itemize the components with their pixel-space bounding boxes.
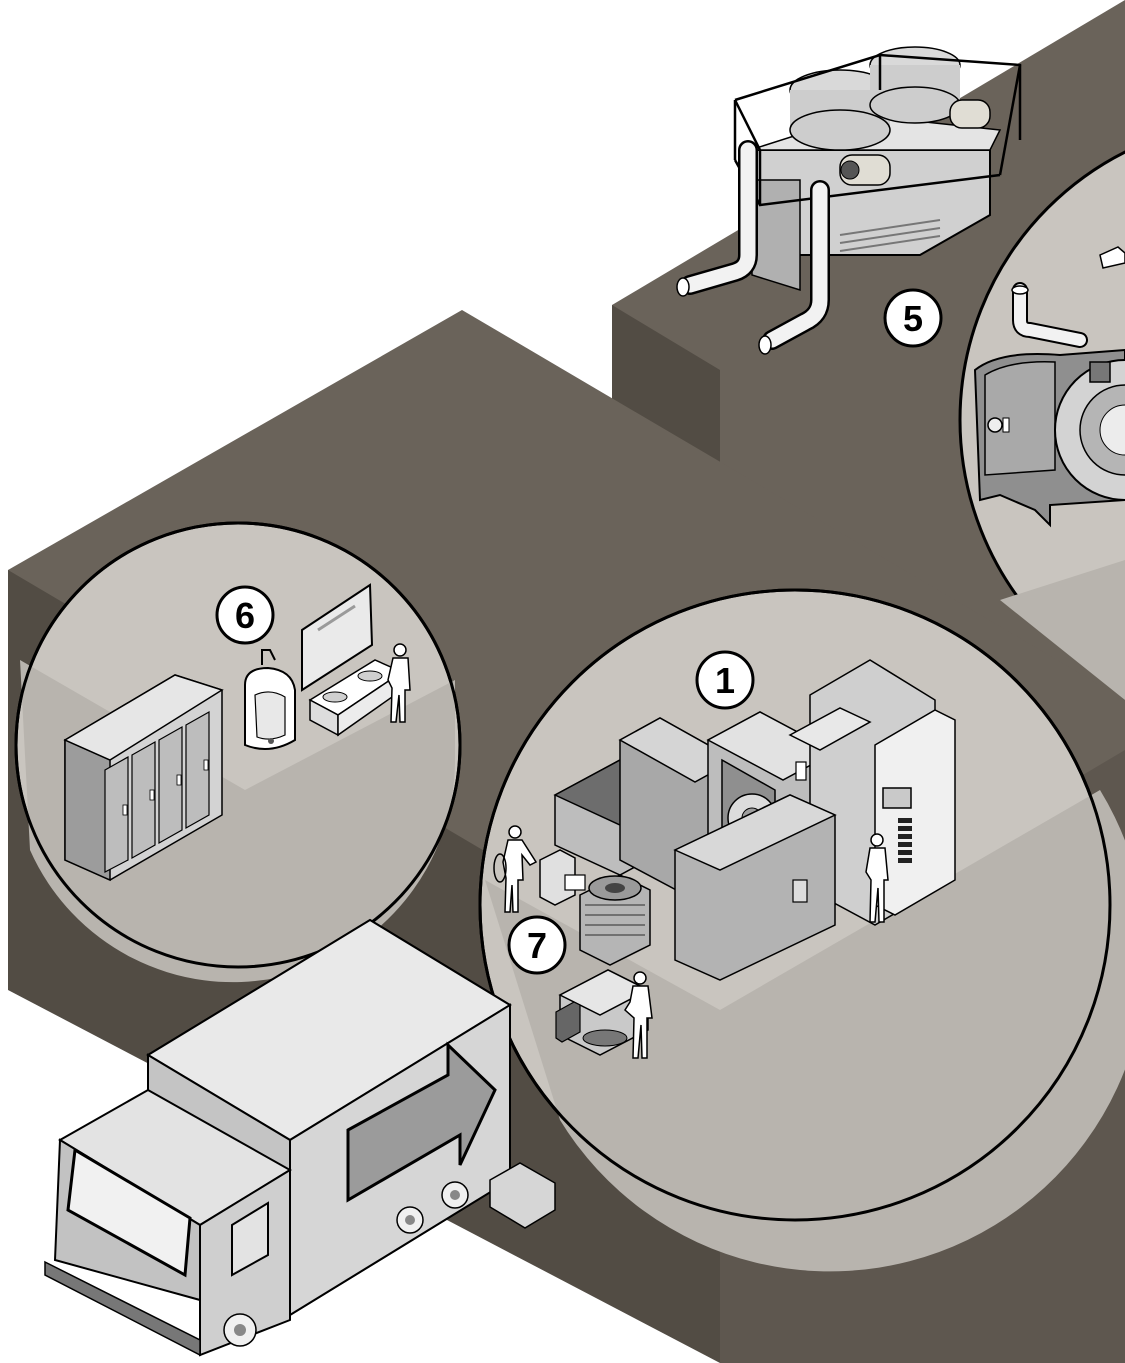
svg-text:1: 1 xyxy=(715,660,735,701)
callout-7: 7 xyxy=(509,917,565,973)
callout-1: 1 xyxy=(697,652,753,708)
svg-text:5: 5 xyxy=(903,298,923,339)
callout-5: 5 xyxy=(885,290,941,346)
svg-text:7: 7 xyxy=(527,925,547,966)
svg-text:6: 6 xyxy=(235,595,255,636)
callout-6: 6 xyxy=(217,587,273,643)
